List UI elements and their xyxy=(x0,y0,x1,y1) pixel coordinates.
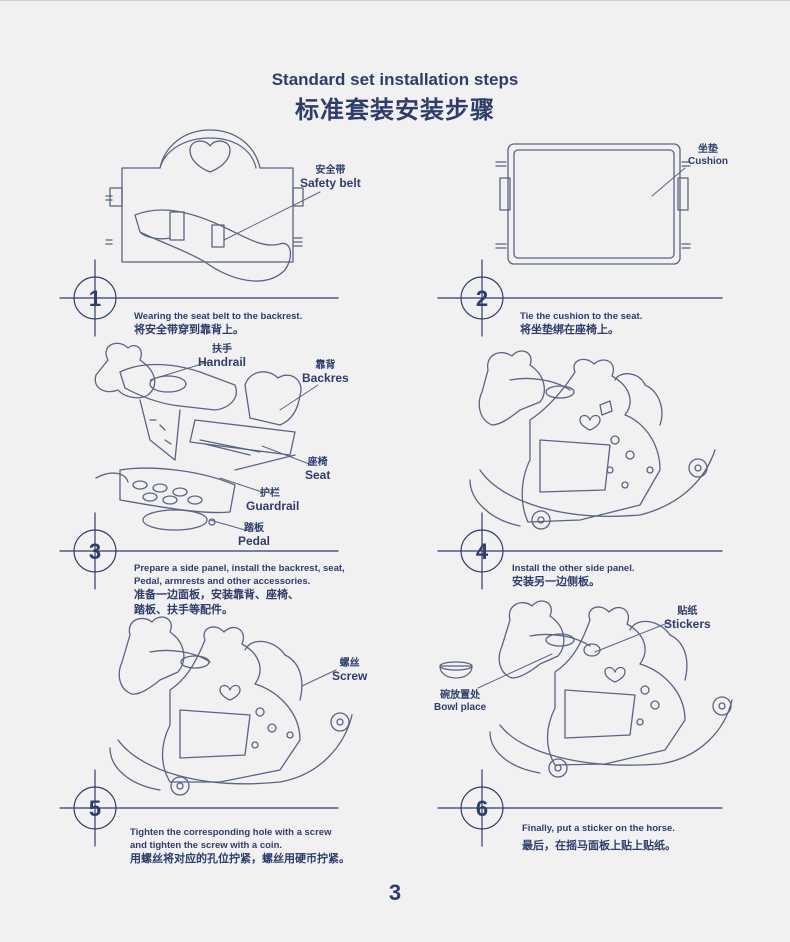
step-number-2: 2 xyxy=(476,286,488,311)
label-safety-belt: 安全带 Safety belt xyxy=(300,165,361,190)
label-pedal: 踏板 Pedal xyxy=(238,523,271,548)
top-rule xyxy=(0,0,790,1)
step-number-3: 3 xyxy=(89,539,101,564)
step-2-description: Tie the cushion to the seat. 将坐垫绑在座椅上。 xyxy=(520,311,643,336)
step-5-description: Tighten the corresponding hole with a sc… xyxy=(130,827,350,865)
leader-lines xyxy=(149,167,686,689)
label-bowl-place: 碗放置处 Bowl place xyxy=(434,690,487,713)
step-markers xyxy=(59,259,723,847)
rocking-horse-step5 xyxy=(109,616,353,796)
backrest-illustration xyxy=(105,129,304,282)
label-seat: 座椅 Seat xyxy=(305,457,331,482)
label-handrail: 扶手 Handrail xyxy=(198,344,247,369)
step-number-5: 5 xyxy=(89,796,101,821)
step-3-description: Prepare a side panel, install the backre… xyxy=(134,563,345,616)
step-number-4: 4 xyxy=(476,539,489,564)
title-chinese: 标准套装安装步骤 xyxy=(295,97,495,124)
step-number-6: 6 xyxy=(476,796,488,821)
label-stickers: 贴纸 Stickers xyxy=(664,606,711,631)
label-backrest: 靠背 Backres xyxy=(302,360,349,385)
label-screw: 螺丝 Screw xyxy=(332,658,368,683)
step-4-description: Install the other side panel. 安装另一边侧板。 xyxy=(512,563,635,588)
label-guardrail: 护栏 Guardrail xyxy=(246,488,300,513)
step-6-description: Finally, put a sticker on the horse. 最后，… xyxy=(522,823,676,852)
step-number-1: 1 xyxy=(89,286,101,311)
rocking-horse-step4 xyxy=(469,350,716,530)
seat-cushion-illustration xyxy=(495,143,691,265)
title-english: Standard set installation steps xyxy=(271,70,519,89)
step-1-description: Wearing the seat belt to the backrest. 将… xyxy=(134,311,303,336)
label-cushion: 坐垫 Cushion xyxy=(688,144,728,167)
page-number: 3 xyxy=(388,880,402,905)
exploded-assembly-illustration xyxy=(94,342,302,531)
